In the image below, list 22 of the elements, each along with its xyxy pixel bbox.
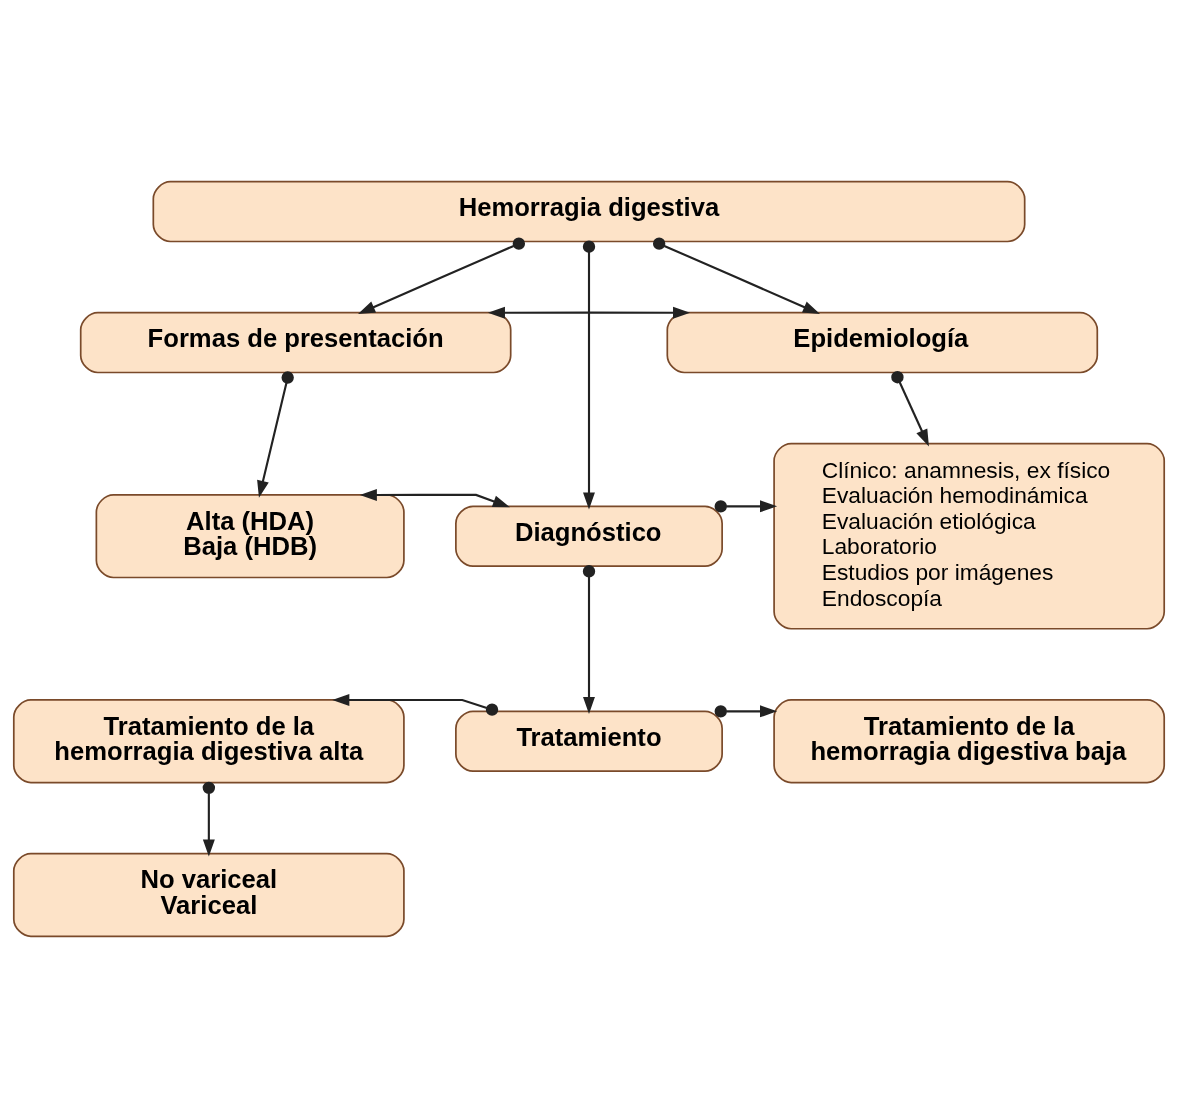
node-box: Hemorragia digestiva <box>152 180 1026 243</box>
arrow <box>487 306 691 319</box>
arrow <box>332 693 499 716</box>
arrow <box>714 705 778 718</box>
node-box: Diagnóstico <box>455 505 723 567</box>
arrow <box>582 565 596 715</box>
node-box: Tratamiento de la hemorragia digestiva baja <box>773 699 1166 784</box>
node-box: Clínico: anamnesis, ex físico Evaluación hemodinámica Evaluación etiológica Laboratorio Estudios por imágenes Endoscopía <box>773 442 1166 630</box>
node-box: Alta (HDA) Baja (HDB) <box>95 494 405 579</box>
arrow <box>652 237 821 314</box>
node-box: Formas de presentación <box>79 311 512 374</box>
node-box: No variceal Variceal <box>12 852 405 938</box>
node-box: Tratamiento de la hemorragia digestiva alta <box>12 699 405 784</box>
arrow <box>582 240 596 510</box>
arrow <box>257 371 294 498</box>
arrow <box>202 781 216 857</box>
arrow <box>357 237 526 314</box>
node-box: Epidemiología <box>666 311 1099 374</box>
arrow <box>891 371 929 447</box>
node-box: Tratamiento <box>455 710 723 772</box>
arrow <box>359 488 510 508</box>
arrow <box>714 500 778 513</box>
